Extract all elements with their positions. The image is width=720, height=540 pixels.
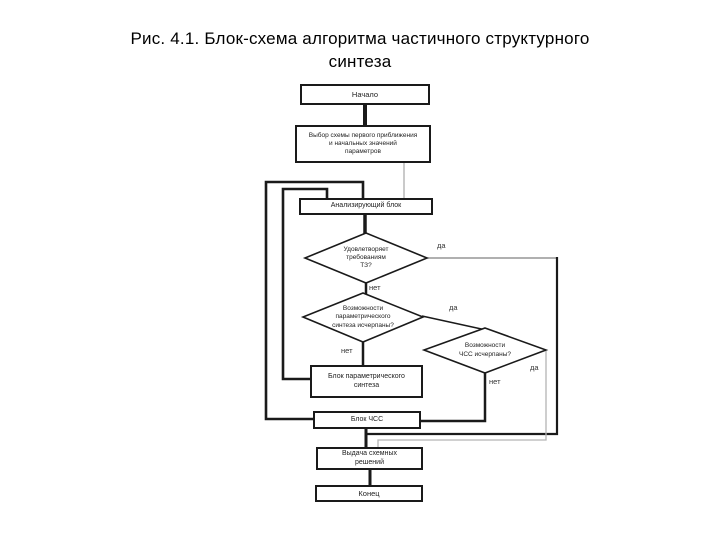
branch-label-yes-3: да: [530, 363, 539, 372]
branch-label-yes-2: да: [449, 303, 458, 312]
edge-decision2-yes: [421, 315, 487, 331]
decision-meets-requirements-shape: [302, 232, 430, 284]
edge-decision3-no: [419, 372, 487, 423]
node-output: Выдача схемных решений: [316, 447, 423, 470]
branch-label-yes-1: да: [437, 241, 446, 250]
decision-param-exhausted-shape: [300, 292, 426, 343]
node-end: Конец: [315, 485, 423, 502]
decision-meets-requirements-label: Удовлетворяет требованиям ТЗ?: [343, 245, 389, 270]
decision-chss-exhausted-label: Возможности ЧСС исчерпаны?: [459, 342, 511, 358]
node-param-synthesis: Блок параметрического синтеза: [310, 365, 423, 398]
edge-param-feedback: [281, 187, 329, 381]
branch-label-no-3: нет: [489, 377, 501, 386]
figure-caption: Рис. 4.1. Блок-схема алгоритма частичног…: [130, 29, 590, 71]
node-analyzer: Анализирующий блок: [299, 198, 433, 215]
branch-label-no-1: нет: [369, 283, 381, 292]
edge-chss-feedback: [264, 180, 365, 421]
decision-chss-exhausted-shape: [421, 327, 549, 374]
decision-param-exhausted-label: Возможности параметрического синтеза исч…: [332, 305, 394, 329]
branch-label-no-2: нет: [341, 346, 353, 355]
edge-decision1-yes-return: [367, 257, 559, 436]
node-first-approx: Выбор схемы первого приближения и началь…: [295, 125, 431, 163]
node-start: Начало: [300, 84, 430, 105]
edge-decision3-yes-return: [377, 351, 547, 448]
node-chss: Блок ЧСС: [313, 411, 421, 429]
